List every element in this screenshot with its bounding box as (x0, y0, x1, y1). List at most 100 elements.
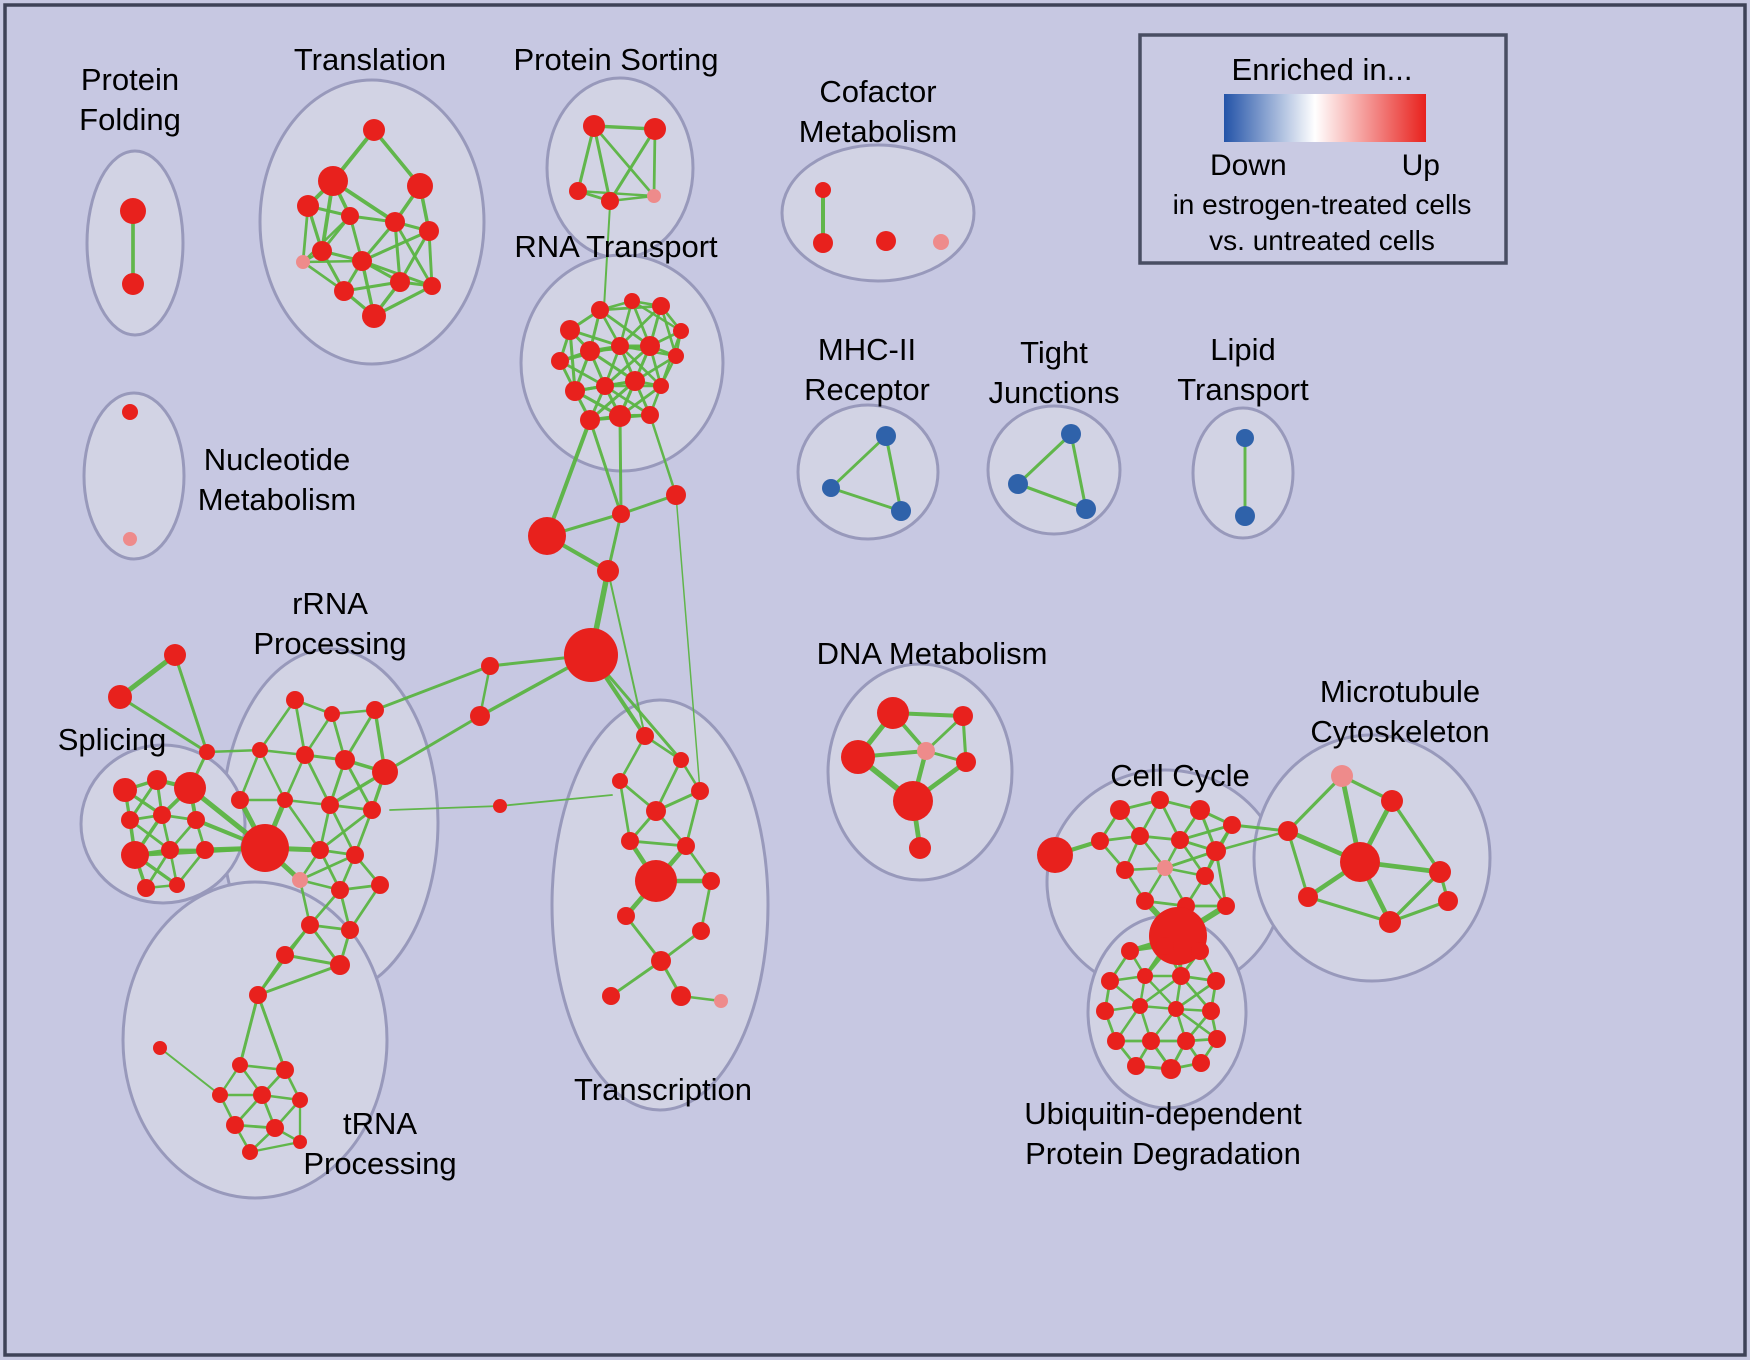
cluster-label-transcription: Transcription (574, 1072, 752, 1107)
gene-set-node (609, 405, 631, 427)
gene-set-node (242, 1144, 258, 1160)
gene-set-node (312, 241, 332, 261)
gene-set-node (318, 166, 348, 196)
gene-set-node (1142, 1032, 1160, 1050)
network-edge (592, 124, 612, 203)
gene-set-node (528, 517, 566, 555)
gene-set-node (1340, 842, 1380, 882)
gene-set-node (624, 293, 640, 309)
gene-set-node (1131, 827, 1149, 845)
gene-set-node (249, 986, 267, 1004)
network-edge (389, 805, 501, 811)
network-edge (256, 993, 287, 1072)
gene-set-node (714, 994, 728, 1008)
cluster-label-mhc-ii-receptor: Receptor (804, 372, 930, 407)
cluster-label-cofactor-metabolism: Metabolism (799, 114, 958, 149)
gene-set-node (635, 860, 677, 902)
gene-set-node (371, 876, 389, 894)
gene-set-node (330, 955, 350, 975)
gene-set-node (108, 685, 132, 709)
network-edge (1388, 870, 1442, 924)
gene-set-node (702, 872, 720, 890)
legend-box (1140, 35, 1506, 263)
gene-set-node (1101, 972, 1119, 990)
gene-set-node (423, 277, 441, 295)
gene-set-node (1096, 1002, 1114, 1020)
gene-set-node (226, 1116, 244, 1134)
network-edge (373, 664, 492, 712)
gene-set-node (1207, 972, 1225, 990)
network-edge (618, 779, 632, 843)
cluster-label-lipid-transport: Lipid (1210, 332, 1276, 367)
gene-set-node (346, 846, 364, 864)
network-edge (829, 486, 903, 513)
cluster-label-microtubule-cytoskeleton: Cytoskeleton (1310, 714, 1489, 749)
gene-set-node (252, 742, 268, 758)
gene-set-node (612, 773, 628, 789)
gene-set-node (691, 782, 709, 800)
gene-set-node (1121, 942, 1139, 960)
network-edge (118, 695, 209, 754)
gene-set-node (1217, 897, 1235, 915)
cluster-label-rrna-processing: Processing (253, 626, 406, 661)
gene-set-node (1151, 791, 1169, 809)
gene-set-node (335, 750, 355, 770)
gene-set-node (123, 532, 137, 546)
network-edge (283, 798, 322, 852)
gene-set-node (641, 406, 659, 424)
gene-set-node (187, 811, 205, 829)
network-edge (588, 418, 623, 516)
network-edge (328, 803, 357, 857)
network-edge (618, 414, 623, 516)
gene-set-node (583, 115, 605, 137)
gene-set-node (565, 381, 585, 401)
gene-set-node (917, 742, 935, 760)
network-edge (608, 127, 657, 203)
gene-set-node (1429, 861, 1451, 883)
gene-set-node (1110, 800, 1130, 820)
legend-down-label: Down (1210, 149, 1287, 182)
gene-set-node (164, 644, 186, 666)
gene-set-node (1076, 499, 1096, 519)
gene-set-node (551, 352, 569, 370)
gene-set-node (277, 792, 293, 808)
gene-set-node (1298, 887, 1318, 907)
network-edge (393, 220, 402, 284)
network-edge (603, 204, 611, 309)
gene-set-node (481, 657, 499, 675)
gene-set-node (153, 806, 171, 824)
figure-border (3, 3, 1747, 1357)
network-edge (348, 883, 382, 932)
network-edge (568, 328, 577, 393)
network-edge (1016, 432, 1073, 486)
legend-caption-line2: vs. untreated cells (1209, 225, 1435, 256)
cluster-ellipse-transcription (550, 698, 770, 1112)
legend: Enriched in... Down Up in estrogen-treat… (1138, 33, 1508, 265)
gene-set-node (677, 837, 695, 855)
cluster-label-dna-metabolism: DNA Metabolism (817, 636, 1048, 671)
network-edge (675, 494, 701, 792)
network-edge (630, 299, 683, 333)
gene-set-node (591, 301, 609, 319)
gene-set-node (876, 426, 896, 446)
gene-set-node (580, 410, 600, 430)
gene-set-node (569, 182, 587, 200)
gene-set-node (1177, 1032, 1195, 1050)
legend-gradient-bar (1224, 94, 1426, 142)
gene-set-node (652, 297, 670, 315)
cluster-ellipse-cofactor-metabolism (780, 143, 976, 283)
gene-set-node (1161, 1059, 1181, 1079)
gene-set-node (324, 706, 340, 722)
cluster-label-protein-folding: Protein (81, 62, 179, 97)
gene-set-node (1127, 1057, 1145, 1075)
network-edge (1214, 829, 1290, 853)
gene-set-node (933, 234, 949, 250)
gene-set-node (253, 1086, 271, 1104)
gene-set-node (122, 273, 144, 295)
gene-set-node (1107, 1032, 1125, 1050)
gene-set-node (601, 192, 619, 210)
gene-set-node (147, 770, 167, 790)
gene-set-node (1132, 998, 1148, 1014)
network-edge (1390, 799, 1442, 874)
gene-set-node (560, 320, 580, 340)
